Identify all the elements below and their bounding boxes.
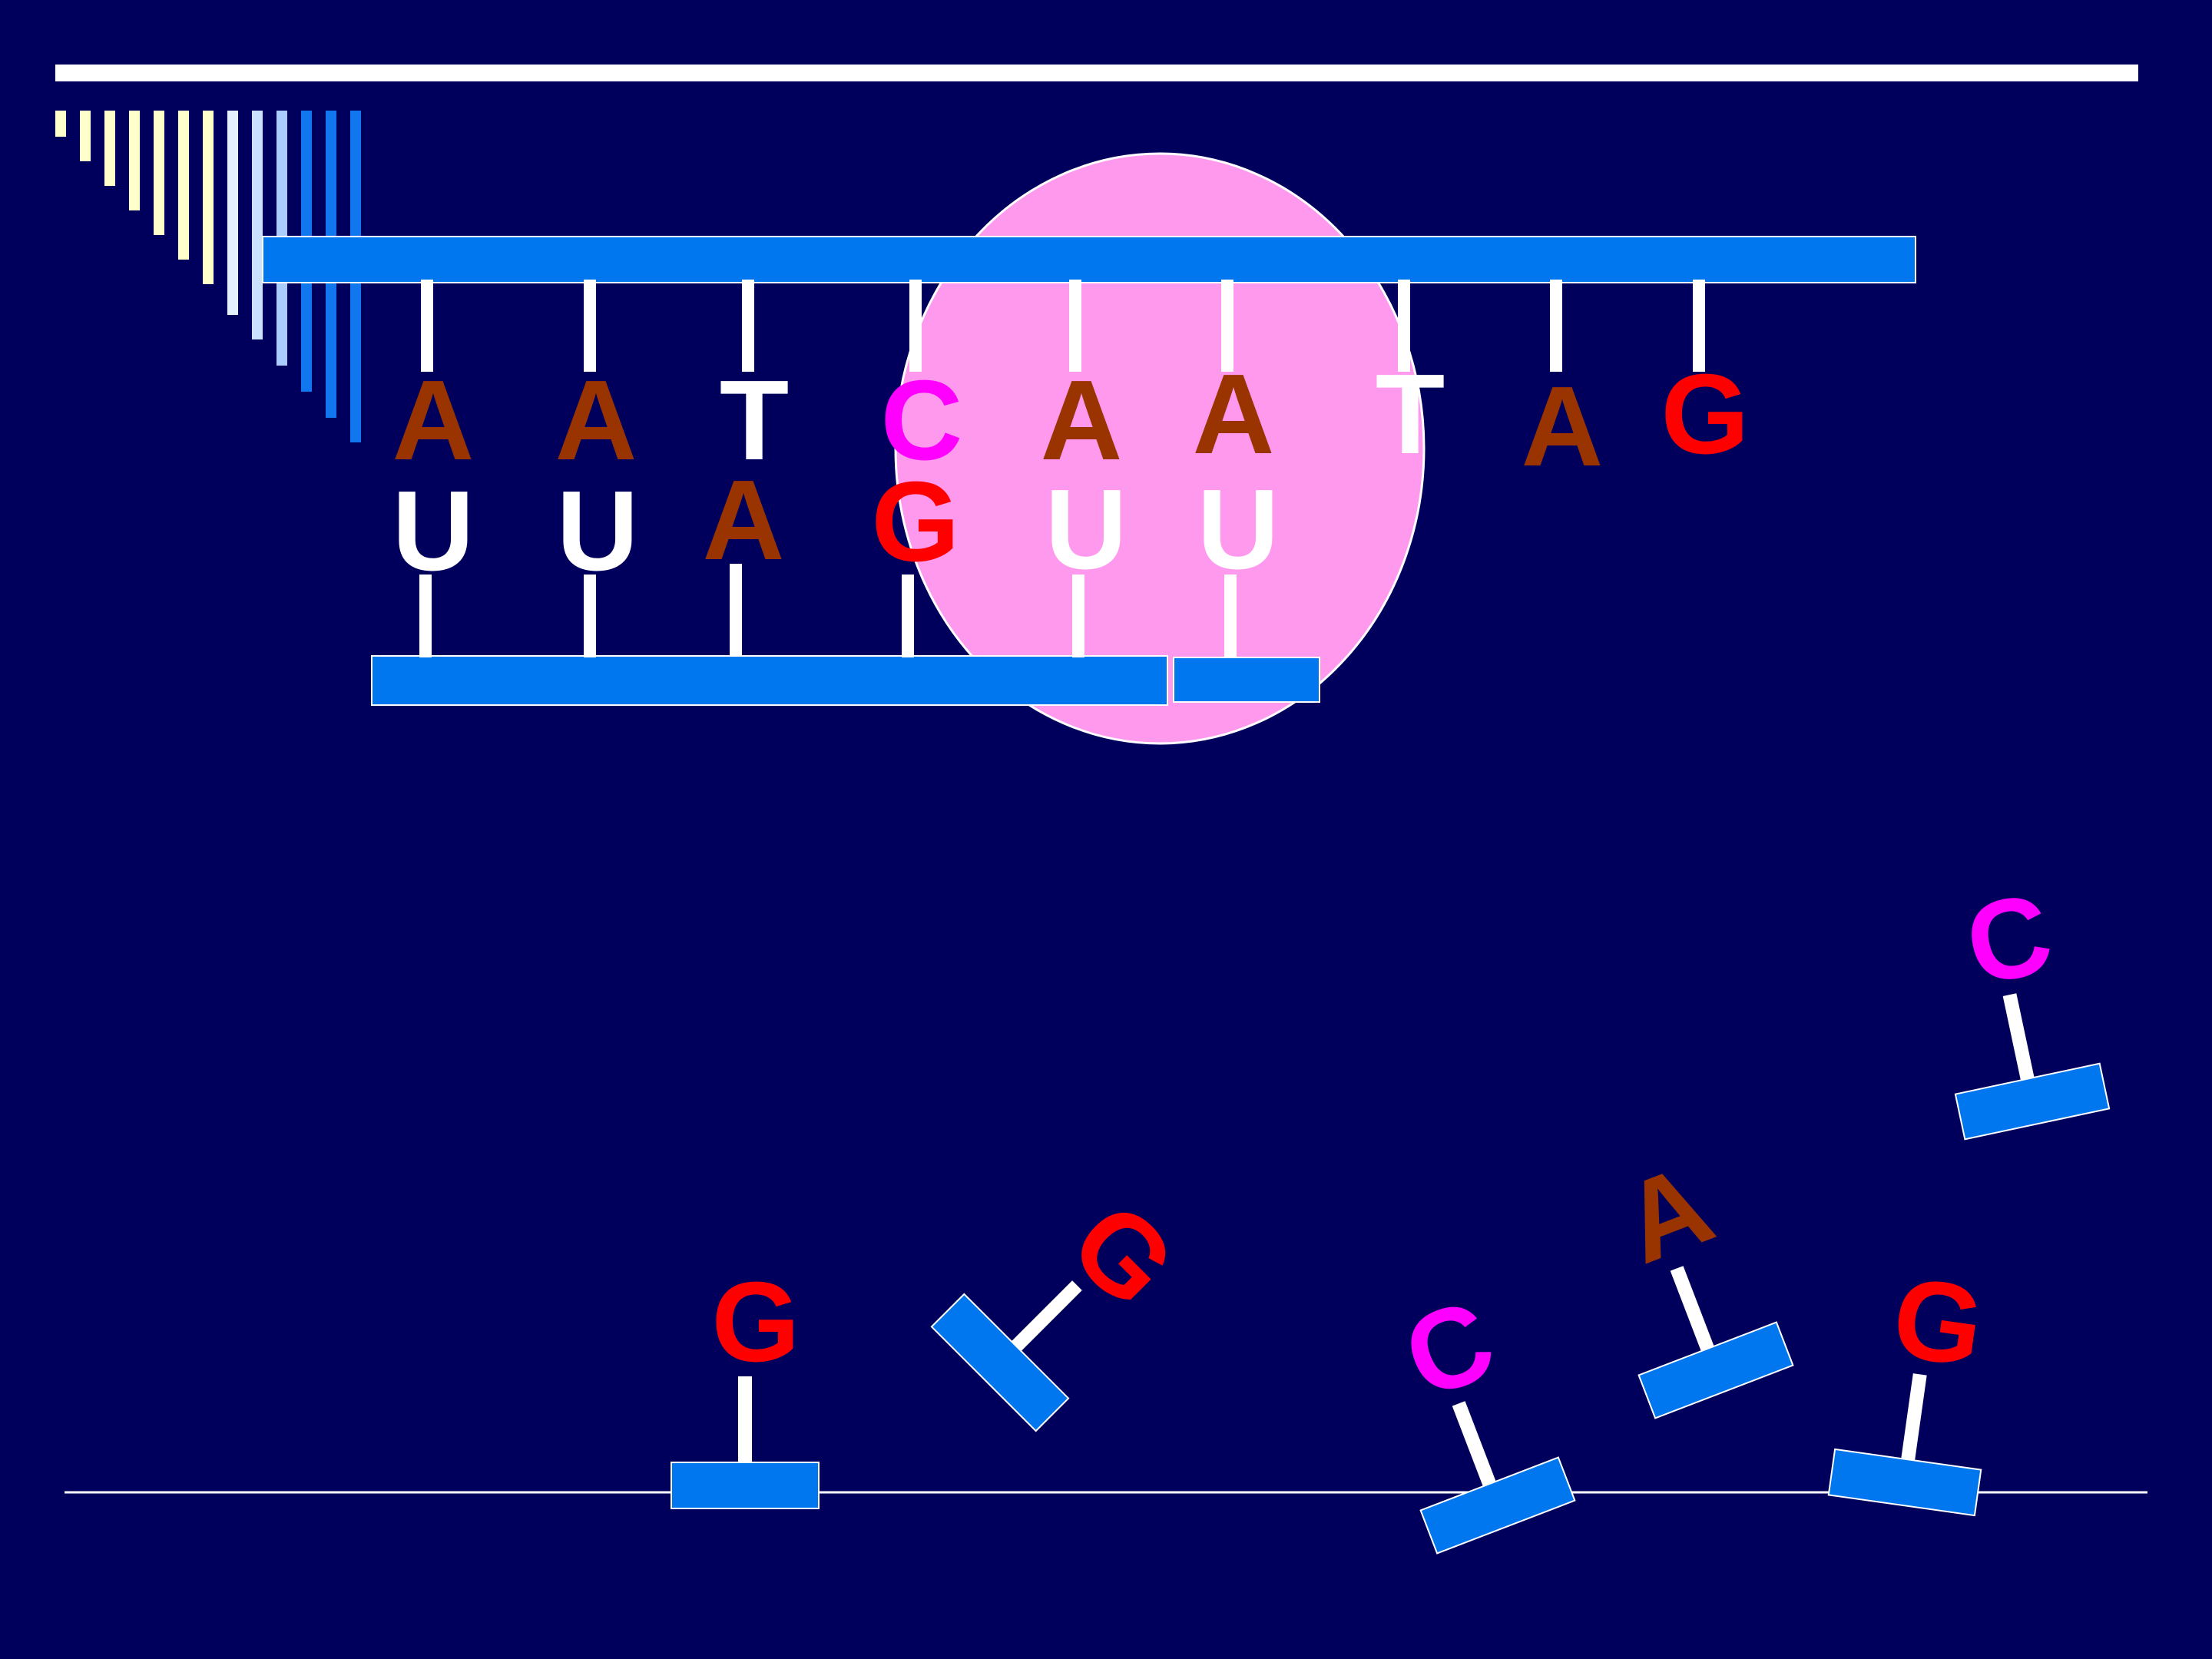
rna-bond xyxy=(902,575,914,657)
free-base-G: G xyxy=(1886,1253,1991,1391)
sugar-phosphate-block xyxy=(1419,1456,1576,1555)
dna-bond xyxy=(1693,280,1705,372)
rna-new-segment xyxy=(1173,657,1320,703)
nucleotide-bond xyxy=(1670,1266,1714,1352)
free-nucleotide: C xyxy=(1388,1275,1576,1555)
polymerase-ellipse xyxy=(894,152,1426,745)
nucleotide-bond xyxy=(1011,1280,1082,1352)
dna-bond xyxy=(742,280,754,372)
dna-base-T: T xyxy=(1376,351,1445,478)
free-base-C: C xyxy=(1955,869,2062,1010)
dna-bond xyxy=(1550,280,1562,372)
rna-backbone xyxy=(371,655,1168,706)
free-nucleotide: G xyxy=(930,1179,1199,1432)
rna-bond xyxy=(730,564,742,656)
free-nucleotide: A xyxy=(1606,1140,1794,1419)
free-nucleotide: C xyxy=(1954,869,2111,1141)
free-base-G: G xyxy=(711,1259,800,1386)
rna-base-A: A xyxy=(703,457,785,584)
dna-base-C: C xyxy=(881,357,963,484)
dna-base-A: A xyxy=(1193,351,1275,478)
rna-base-U: U xyxy=(1045,466,1128,593)
rna-bond xyxy=(1224,575,1237,657)
dna-base-A: A xyxy=(1522,363,1604,490)
title-rule xyxy=(55,65,2138,81)
rna-base-G: G xyxy=(871,459,959,585)
rna-bond xyxy=(1072,575,1084,657)
free-base-A: A xyxy=(1606,1140,1728,1287)
free-nucleotide: G xyxy=(1827,1253,1991,1517)
dna-bond xyxy=(1069,280,1081,372)
dna-base-A: A xyxy=(1041,357,1123,484)
free-nucleotide: G xyxy=(671,1259,820,1509)
sugar-phosphate-block xyxy=(671,1462,820,1509)
free-base-G: G xyxy=(1047,1179,1199,1331)
dna-bond xyxy=(1221,280,1233,372)
dna-base-A: A xyxy=(555,357,637,484)
free-base-C: C xyxy=(1388,1275,1510,1422)
sugar-phosphate-block xyxy=(1637,1321,1794,1419)
nucleotide-bond xyxy=(2002,993,2035,1081)
dna-bond xyxy=(584,280,596,372)
dna-bond xyxy=(1398,280,1410,372)
dna-bond xyxy=(421,280,433,372)
sugar-phosphate-block xyxy=(1827,1448,1982,1517)
dna-bond xyxy=(909,280,922,372)
rna-bond xyxy=(584,575,596,657)
rna-base-U: U xyxy=(392,468,475,594)
dna-base-T: T xyxy=(720,357,789,484)
dna-base-A: A xyxy=(392,357,475,484)
dna-base-G: G xyxy=(1661,351,1749,478)
nucleotide-bond xyxy=(1452,1401,1496,1487)
nucleotide-bond xyxy=(1901,1373,1927,1461)
rna-base-U: U xyxy=(557,468,639,594)
dna-backbone xyxy=(262,236,1916,283)
nucleotide-bond xyxy=(738,1376,752,1462)
rna-bond xyxy=(419,575,432,657)
rna-base-U: U xyxy=(1197,466,1280,593)
